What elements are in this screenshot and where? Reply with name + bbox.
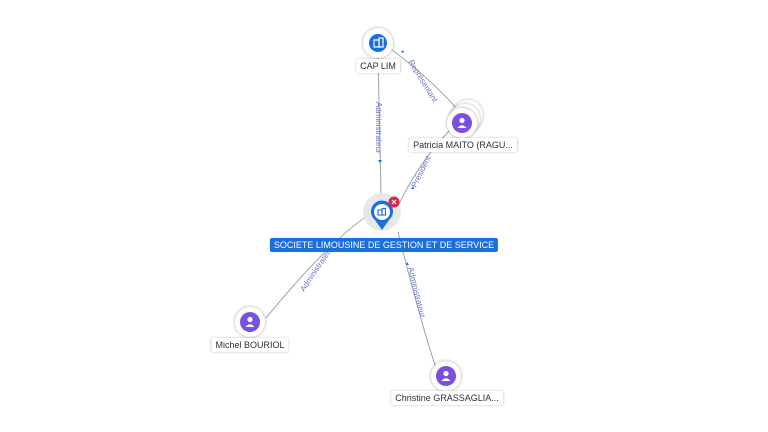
- node-label-cap-lim[interactable]: CAP LIM: [356, 59, 400, 73]
- node-label-christine[interactable]: Christine GRASSAGLIA...: [391, 391, 503, 405]
- arrow-marker: [411, 186, 414, 189]
- node-cap-lim[interactable]: [363, 28, 393, 58]
- edge-michel-main: [265, 213, 371, 319]
- edge-label-michel-main: Administrateur: [298, 245, 334, 293]
- person-icon: [245, 316, 255, 327]
- node-label-main[interactable]: SOCIETE LIMOUSINE DE GESTION ET DE SERVI…: [269, 238, 499, 252]
- arrow-marker: [406, 262, 409, 265]
- person-icon: [441, 370, 451, 381]
- building-icon: [373, 37, 384, 48]
- person-icon: [457, 117, 467, 128]
- main-node-pin[interactable]: [363, 190, 403, 238]
- edge-label-christine-main: Administrateur: [406, 266, 427, 319]
- arrow-marker: [378, 160, 382, 163]
- node-patricia[interactable]: [447, 108, 477, 138]
- edge-cap-lim-patricia: [391, 49, 459, 111]
- edge-label-patricia-main: Président: [410, 154, 433, 189]
- edge-label-cap-lim-patricia: Représentant: [406, 58, 439, 104]
- edge-cap-lim-main: [377, 55, 382, 197]
- node-label-patricia[interactable]: Patricia MAITO (RAGU...: [409, 138, 517, 152]
- node-michel[interactable]: [235, 307, 265, 337]
- edge-label-cap-lim-main: Administrateur: [374, 102, 383, 154]
- node-christine[interactable]: [431, 361, 461, 391]
- close-icon: [388, 196, 400, 208]
- edge-patricia-main: [397, 127, 453, 207]
- building-icon: [377, 207, 387, 216]
- arrow-marker: [401, 50, 404, 53]
- node-label-michel[interactable]: Michel BOURIOL: [211, 338, 289, 352]
